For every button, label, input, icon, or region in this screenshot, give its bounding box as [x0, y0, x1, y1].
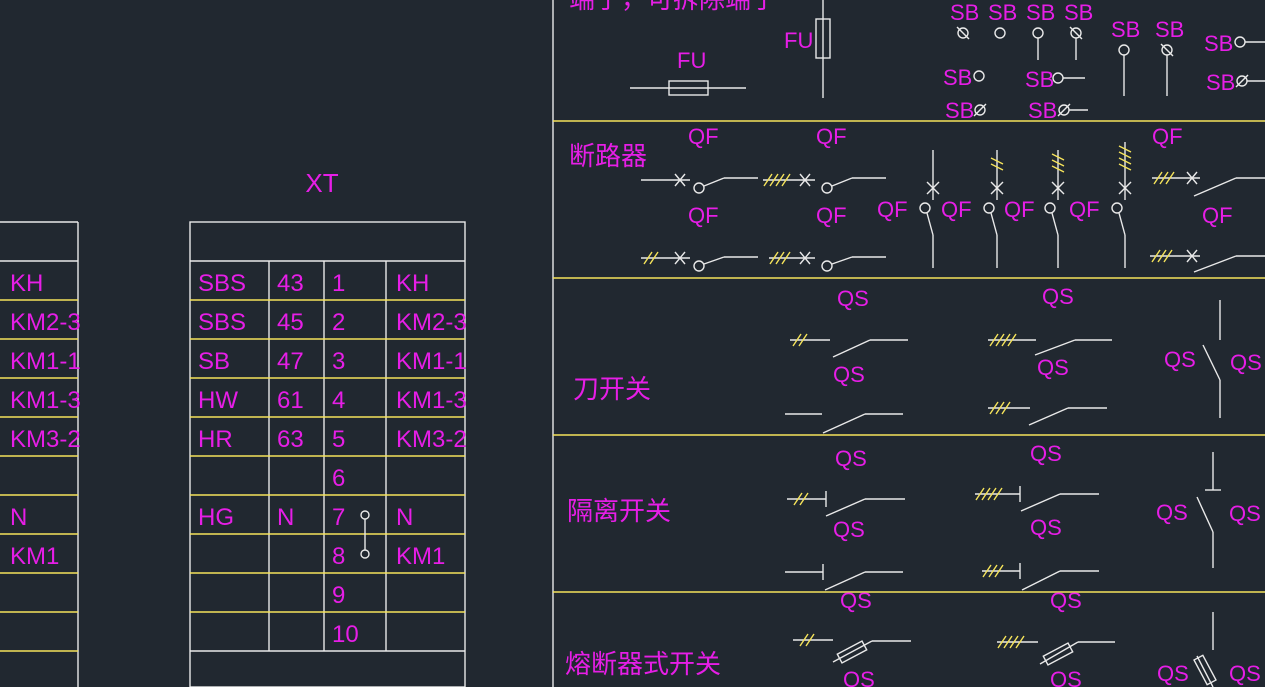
qs-label: QS: [837, 286, 869, 311]
xt-cell: 5: [332, 426, 345, 453]
fu-label: FU: [784, 28, 813, 53]
left-terminal-table: KH KM2-3 KM1-1 KM1-3 KM3-2 N KM1: [0, 221, 81, 687]
knife-switch-symbols: QS QS QS QS QS QS: [785, 284, 1262, 434]
sb-label: SB: [945, 98, 974, 123]
left-row-label: KM2-3: [10, 309, 81, 336]
xt-cell: 8: [332, 543, 345, 570]
qs-label: QS: [1050, 588, 1082, 613]
xt-cell: N: [277, 504, 294, 531]
qs-label: QS: [843, 667, 875, 687]
fu-label: FU: [677, 48, 706, 73]
xt-cell: 43: [277, 270, 304, 297]
qs-label: QS: [1230, 350, 1262, 375]
qs-label: QS: [833, 362, 865, 387]
qs-label: QS: [1042, 284, 1074, 309]
qs-label: QS: [835, 446, 867, 471]
qs-label: QS: [1157, 661, 1189, 686]
qf-label: QF: [877, 197, 908, 222]
sb-label: SB: [1028, 98, 1057, 123]
left-row-label: KM1: [10, 543, 59, 570]
sb-label: SB: [988, 0, 1017, 25]
qf-label: QF: [688, 124, 719, 149]
qs-label: QS: [1229, 661, 1261, 686]
qs-label: QS: [1164, 347, 1196, 372]
xt-cell: HG: [198, 504, 234, 531]
section-title-isolator: 隔离开关: [567, 497, 671, 527]
sb-label: SB: [1064, 0, 1093, 25]
xt-cell: KM1-1: [396, 348, 467, 375]
xt-cell: KM3-2: [396, 426, 467, 453]
pushbutton-symbols: SB SB SB SB SB SB SB SB SB SB SB SB: [943, 0, 1265, 123]
sb-label: SB: [950, 0, 979, 25]
circuit-breaker-symbols: QF QF QF QF QF QF: [641, 124, 1265, 273]
sb-label: SB: [1026, 0, 1055, 25]
qs-label: QS: [1030, 515, 1062, 540]
terminal-link-symbol: [360, 510, 370, 559]
left-row-label: KM3-2: [10, 426, 81, 453]
xt-cell: SB: [198, 348, 230, 375]
qs-label: QS: [1037, 355, 1069, 380]
xt-cell: 2: [332, 309, 345, 336]
sb-label: SB: [1206, 70, 1235, 95]
qf-label: QF: [688, 203, 719, 228]
xt-cell: KM1-3: [396, 387, 467, 414]
xt-cell: 7: [332, 504, 345, 531]
left-row-label: KM1-3: [10, 387, 81, 414]
isolator-symbols: QS QS QS QS QS QS QS QS: [785, 441, 1261, 613]
qf-label: QF: [816, 203, 847, 228]
qf-label: QF: [1004, 197, 1035, 222]
fuse-symbol-vertical: FU: [784, 0, 831, 98]
xt-title: XT: [305, 168, 338, 198]
xt-cell: 45: [277, 309, 304, 336]
section-title-terminal: 端子，可拆除端子: [569, 0, 777, 15]
qs-label: QS: [833, 517, 865, 542]
fuse-symbol: FU: [630, 48, 746, 96]
xt-cell: 4: [332, 387, 345, 414]
sb-label: SB: [943, 65, 972, 90]
xt-cell: SBS: [198, 270, 246, 297]
xt-cell: 10: [332, 621, 359, 648]
xt-cell: KM2-3: [396, 309, 467, 336]
xt-cell: 3: [332, 348, 345, 375]
xt-cell: SBS: [198, 309, 246, 336]
fuse-switch-symbols: QS QS QS QS: [793, 612, 1261, 687]
sb-label: SB: [1111, 17, 1140, 42]
xt-cell: KH: [396, 270, 429, 297]
qf-label: QF: [941, 197, 972, 222]
section-title-fuse-switch: 熔断器式开关: [565, 650, 721, 680]
left-row-label: N: [10, 504, 27, 531]
qs-label: QS: [1229, 501, 1261, 526]
xt-cell: 47: [277, 348, 304, 375]
xt-cell: HR: [198, 426, 233, 453]
qs-label: QS: [1030, 441, 1062, 466]
xt-cell: HW: [198, 387, 238, 414]
qf-label: QF: [1069, 197, 1100, 222]
xt-cell: 63: [277, 426, 304, 453]
section-title-breaker: 断路器: [569, 142, 647, 172]
qf-label: QF: [816, 124, 847, 149]
xt-cell: 6: [332, 465, 345, 492]
qs-label: QS: [840, 588, 872, 613]
xt-cell: N: [396, 504, 413, 531]
qf-label: QF: [1202, 203, 1233, 228]
xt-cell: 9: [332, 582, 345, 609]
symbol-legend: 端子，可拆除端子 断路器 刀开关 隔离开关 熔断器式开关 FU FU SB SB…: [552, 0, 1265, 687]
xt-cell: 1: [332, 270, 345, 297]
left-row-label: KH: [10, 270, 43, 297]
xt-cell: 61: [277, 387, 304, 414]
sb-label: SB: [1025, 67, 1054, 92]
qs-label: QS: [1050, 667, 1082, 687]
qf-label: QF: [1152, 124, 1183, 149]
xt-terminal-table: XT SBS 43 1 KH SBS 45 2 KM2-3 SB 47 3 KM…: [189, 168, 467, 687]
qs-label: QS: [1156, 500, 1188, 525]
left-row-label: KM1-1: [10, 348, 81, 375]
sb-label: SB: [1155, 17, 1184, 42]
section-title-knife-switch: 刀开关: [573, 375, 651, 405]
xt-cell: KM1: [396, 543, 445, 570]
sb-label: SB: [1204, 31, 1233, 56]
